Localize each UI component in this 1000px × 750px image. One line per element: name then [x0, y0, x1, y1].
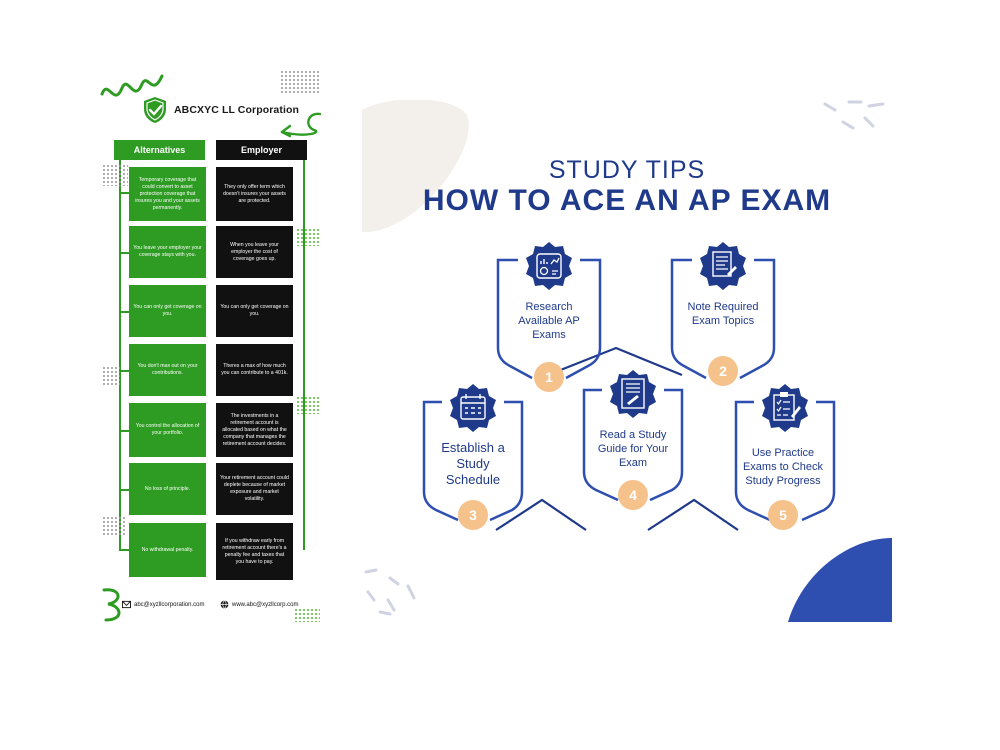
footer-website[interactable]: www.abc@xyzllcorp.com	[220, 600, 298, 609]
row-connector	[119, 252, 129, 254]
dot-grid-bottom-right-decoration	[294, 608, 320, 622]
step-card-frames	[422, 258, 836, 522]
website-text: www.abc@xyzllcorp.com	[232, 601, 299, 608]
alternative-card: You control the allocation of your portf…	[129, 403, 206, 457]
study-tips-title: STUDY TIPS	[548, 156, 706, 184]
employer-card: If you withdraw early from retirement ac…	[216, 523, 293, 580]
dash-marks-top-right-decoration	[823, 100, 885, 130]
step-connector-lines	[495, 346, 739, 531]
row-connector	[119, 311, 129, 313]
beige-blob-decoration	[362, 100, 469, 233]
dot-grid-decoration	[102, 516, 126, 536]
dot-grid-top-right-decoration	[280, 70, 320, 94]
calendar-icon	[450, 384, 496, 432]
step-4-label: Read a Study Guide for Your Exam	[597, 429, 669, 469]
step-4-number: 4	[618, 480, 648, 510]
employer-card: Theres a max of how much you can contrib…	[216, 344, 293, 396]
employer-header: Employer	[216, 140, 307, 160]
step-2-label: Note Required Exam Topics	[687, 301, 759, 327]
alternative-card: No withdrawal penalty.	[129, 523, 206, 577]
alternative-card: Temporary coverage that could convert to…	[129, 167, 206, 221]
step-2-number: 2	[708, 356, 738, 386]
step-5-number: 5	[768, 500, 798, 530]
row-connector	[119, 430, 129, 432]
employer-card: They only offer term which doesn't insur…	[216, 167, 293, 221]
globe-icon	[220, 600, 229, 609]
employer-card: When you leave your employer the cost of…	[216, 226, 293, 278]
row-connector	[119, 549, 129, 551]
study-tips-infographic: STUDY TIPS HOW TO ACE AN AP EXAM	[362, 100, 892, 622]
document-icon	[700, 242, 746, 290]
arrow-doodle-decoration	[280, 112, 322, 138]
step-3-number: 3	[458, 500, 488, 530]
row-connector	[119, 489, 129, 491]
step-1-number: 1	[534, 362, 564, 392]
dash-marks-bottom-left-decoration	[364, 568, 416, 616]
alternative-card: You don't max out on your contributions.	[129, 344, 206, 396]
step-1-label: Research Available AP Exams	[518, 301, 580, 341]
dot-grid-decoration	[296, 228, 320, 246]
left-connector-line	[119, 160, 121, 550]
dot-grid-decoration	[296, 396, 320, 414]
employer-vs-alternatives-infographic: ABCXYC LL Corporation Alternatives Emplo…	[100, 68, 322, 624]
analytics-icon	[526, 242, 572, 290]
blue-quarter-circle-decoration	[788, 538, 892, 622]
footer-email[interactable]: abc@xyzllcorporation.com	[122, 600, 204, 609]
dot-grid-decoration	[102, 164, 128, 186]
alternatives-header: Alternatives	[114, 140, 205, 160]
employer-card: The investments in a retirement account …	[216, 403, 293, 457]
row-connector	[119, 192, 129, 194]
right-connector-line	[303, 160, 305, 550]
alternative-card: No loss of principle.	[129, 463, 206, 515]
brand-name: ABCXYC LL Corporation	[174, 104, 299, 116]
study-guide-icon	[610, 370, 656, 418]
step-5-label: Use Practice Exams to Check Study Progre…	[742, 447, 824, 487]
squiggle-top-left-decoration	[100, 74, 164, 97]
squiggle-bottom-left-decoration	[102, 588, 121, 622]
main-heading: HOW TO ACE AN AP EXAM	[422, 184, 832, 217]
email-text: abc@xyzllcorporation.com	[134, 601, 205, 608]
brand-header: ABCXYC LL Corporation	[142, 96, 299, 124]
step-3-label: Establish a Study Schedule	[441, 440, 505, 487]
employer-card: You can only get coverage on you.	[216, 285, 293, 337]
shield-check-icon	[144, 97, 166, 123]
alternative-card: You leave your employer your coverage st…	[129, 226, 206, 278]
row-connector	[119, 370, 129, 372]
checklist-icon	[762, 384, 808, 432]
mail-icon	[122, 600, 131, 609]
employer-card: Your retirement account could deplete be…	[216, 463, 293, 515]
dot-grid-decoration	[102, 366, 120, 386]
alternative-card: You can only get coverage on you.	[129, 285, 206, 337]
